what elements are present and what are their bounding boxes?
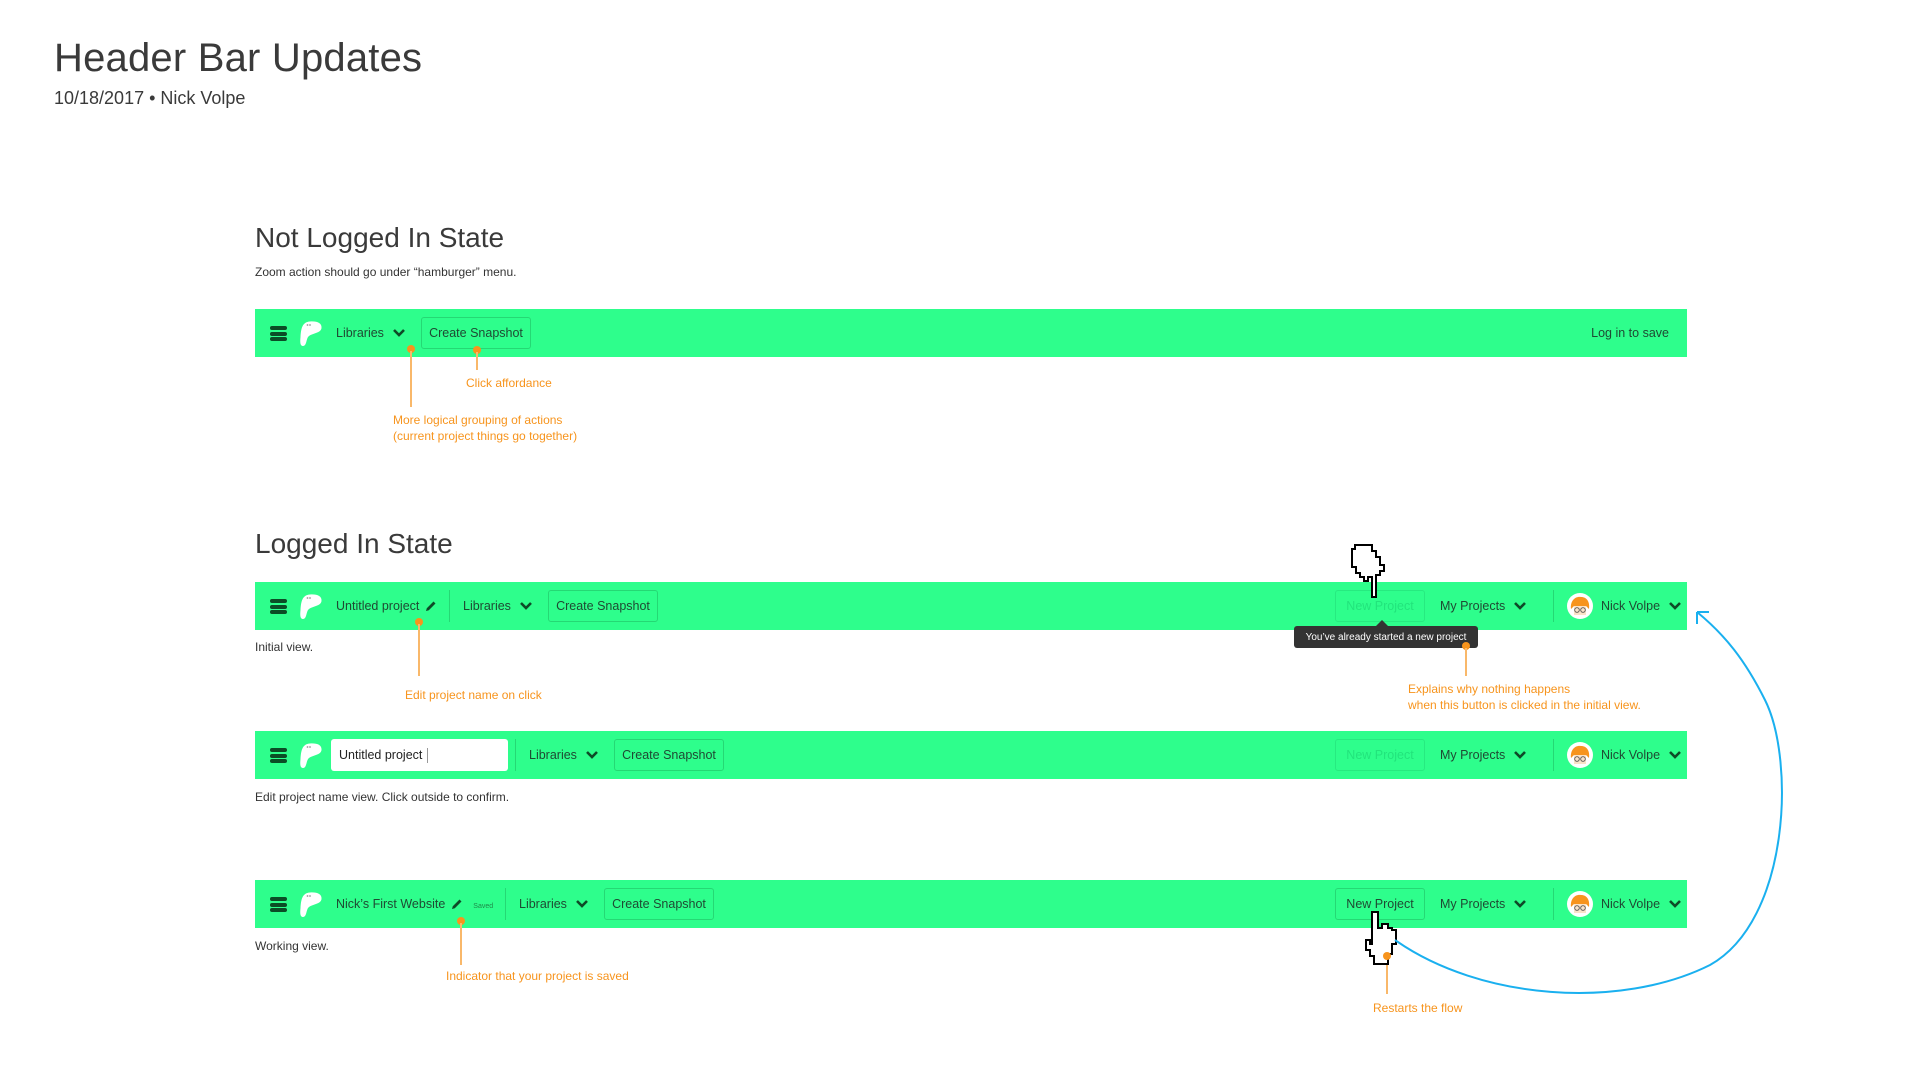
saved-indicator: Saved xyxy=(473,902,494,910)
divider xyxy=(449,590,450,622)
header-bar-not-logged-in: Libraries Create Snapshot Log in to save xyxy=(255,309,1687,357)
divider xyxy=(505,888,506,920)
caption-edit-view: Edit project name view. Click outside to… xyxy=(255,790,510,804)
user-name: Nick Volpe xyxy=(1601,897,1661,911)
avatar[interactable] xyxy=(1567,593,1593,619)
project-name[interactable]: Nick’s First Website Saved xyxy=(336,880,493,928)
logo-icon[interactable] xyxy=(299,742,323,770)
annotation-line xyxy=(410,351,412,407)
project-name-input-value: Untitled project xyxy=(339,748,423,762)
annotation-explains-1: Explains why nothing happens xyxy=(1408,682,1571,696)
annotation-dot xyxy=(473,346,481,354)
create-snapshot-button[interactable]: Create Snapshot xyxy=(421,317,531,349)
section-title-not-logged-in: Not Logged In State xyxy=(255,222,505,253)
pencil-icon[interactable] xyxy=(425,600,437,612)
annotation-edit-name: Edit project name on click xyxy=(405,688,542,702)
avatar[interactable] xyxy=(1567,742,1593,768)
my-projects-label: My Projects xyxy=(1440,748,1506,762)
logo-icon[interactable] xyxy=(299,593,323,621)
caption-initial-view: Initial view. xyxy=(255,640,314,654)
avatar[interactable] xyxy=(1567,891,1593,917)
chevron-down-icon xyxy=(1514,751,1527,759)
hand-pointer-cursor-icon xyxy=(1365,911,1397,965)
pencil-icon[interactable] xyxy=(451,898,463,910)
divider xyxy=(1553,888,1554,920)
chevron-down-icon xyxy=(520,602,532,610)
libraries-dropdown[interactable]: Libraries xyxy=(519,880,589,928)
section-note-zoom: Zoom action should go under “hamburger” … xyxy=(255,265,517,279)
annotation-dot xyxy=(457,917,465,925)
annotation-explains-2: when this button is clicked in the initi… xyxy=(1408,698,1641,712)
chevron-down-icon xyxy=(1514,900,1527,908)
hand-pointer-cursor-icon xyxy=(1351,544,1385,598)
my-projects-dropdown[interactable]: My Projects xyxy=(1440,731,1527,779)
logo-icon[interactable] xyxy=(299,891,323,919)
annotation-dot xyxy=(407,345,415,353)
user-menu-dropdown[interactable]: Nick Volpe xyxy=(1601,731,1682,779)
hamburger-icon[interactable] xyxy=(270,326,287,341)
libraries-dropdown[interactable]: Libraries xyxy=(463,582,533,630)
annotation-dot xyxy=(1383,952,1391,960)
annotation-line xyxy=(1386,958,1388,994)
hamburger-icon[interactable] xyxy=(270,897,287,912)
my-projects-dropdown[interactable]: My Projects xyxy=(1440,582,1527,630)
annotation-grouping-2: (current project things go together) xyxy=(393,429,578,443)
create-snapshot-button[interactable]: Create Snapshot xyxy=(548,590,658,622)
header-bar-working: Nick’s First Website Saved Libraries Cre… xyxy=(255,880,1687,928)
project-name-label: Nick’s First Website xyxy=(336,897,446,911)
chevron-down-icon xyxy=(1669,751,1681,759)
section-title-logged-in: Logged In State xyxy=(255,528,453,559)
annotation-restarts: Restarts the flow xyxy=(1373,1001,1463,1015)
annotation-saved-indicator: Indicator that your project is saved xyxy=(446,969,629,983)
logo-icon[interactable] xyxy=(299,320,323,348)
text-caret xyxy=(427,747,429,763)
libraries-label: Libraries xyxy=(529,748,577,762)
project-name[interactable]: Untitled project xyxy=(336,582,437,630)
header-bar-edit: Untitled project Libraries Create Snapsh… xyxy=(255,731,1687,779)
hamburger-icon[interactable] xyxy=(270,748,287,763)
tooltip-new-project: You’ve already started a new project xyxy=(1294,620,1478,648)
libraries-label: Libraries xyxy=(519,897,567,911)
project-name-input[interactable]: Untitled project xyxy=(331,739,508,771)
annotation-line xyxy=(1465,648,1467,676)
hamburger-icon[interactable] xyxy=(270,599,287,614)
user-name: Nick Volpe xyxy=(1601,599,1661,613)
my-projects-label: My Projects xyxy=(1440,897,1506,911)
new-project-button-disabled[interactable]: New Project xyxy=(1335,739,1425,771)
user-menu-dropdown[interactable]: Nick Volpe xyxy=(1601,582,1682,630)
doc-subtitle: 10/18/2017 • Nick Volpe xyxy=(54,88,246,108)
annotation-line xyxy=(418,624,420,676)
chevron-down-icon xyxy=(1669,900,1681,908)
annotation-dot xyxy=(415,618,423,626)
libraries-label: Libraries xyxy=(336,326,384,340)
divider xyxy=(515,739,516,771)
header-bar-initial: Untitled project Libraries Create Snapsh… xyxy=(255,582,1687,630)
libraries-dropdown[interactable]: Libraries xyxy=(336,309,406,357)
chevron-down-icon xyxy=(576,900,588,908)
create-snapshot-button[interactable]: Create Snapshot xyxy=(614,739,724,771)
divider xyxy=(1553,590,1554,622)
divider xyxy=(1553,739,1554,771)
login-to-save-link[interactable]: Log in to save xyxy=(1591,326,1669,340)
user-menu-dropdown[interactable]: Nick Volpe xyxy=(1601,880,1682,928)
chevron-down-icon xyxy=(393,329,405,337)
doc-title: Header Bar Updates xyxy=(54,36,423,80)
annotation-grouping-1: More logical grouping of actions xyxy=(393,413,563,427)
create-snapshot-button[interactable]: Create Snapshot xyxy=(604,888,714,920)
my-projects-dropdown[interactable]: My Projects xyxy=(1440,880,1527,928)
chevron-down-icon xyxy=(1669,602,1681,610)
project-name-label: Untitled project xyxy=(336,599,420,613)
my-projects-label: My Projects xyxy=(1440,599,1506,613)
libraries-label: Libraries xyxy=(463,599,511,613)
annotation-click-affordance: Click affordance xyxy=(466,376,552,390)
chevron-down-icon xyxy=(1514,602,1527,610)
chevron-down-icon xyxy=(586,751,598,759)
annotation-line xyxy=(476,352,478,370)
libraries-dropdown[interactable]: Libraries xyxy=(529,731,599,779)
annotation-line xyxy=(460,923,462,965)
user-name: Nick Volpe xyxy=(1601,748,1661,762)
caption-working-view: Working view. xyxy=(255,939,329,953)
